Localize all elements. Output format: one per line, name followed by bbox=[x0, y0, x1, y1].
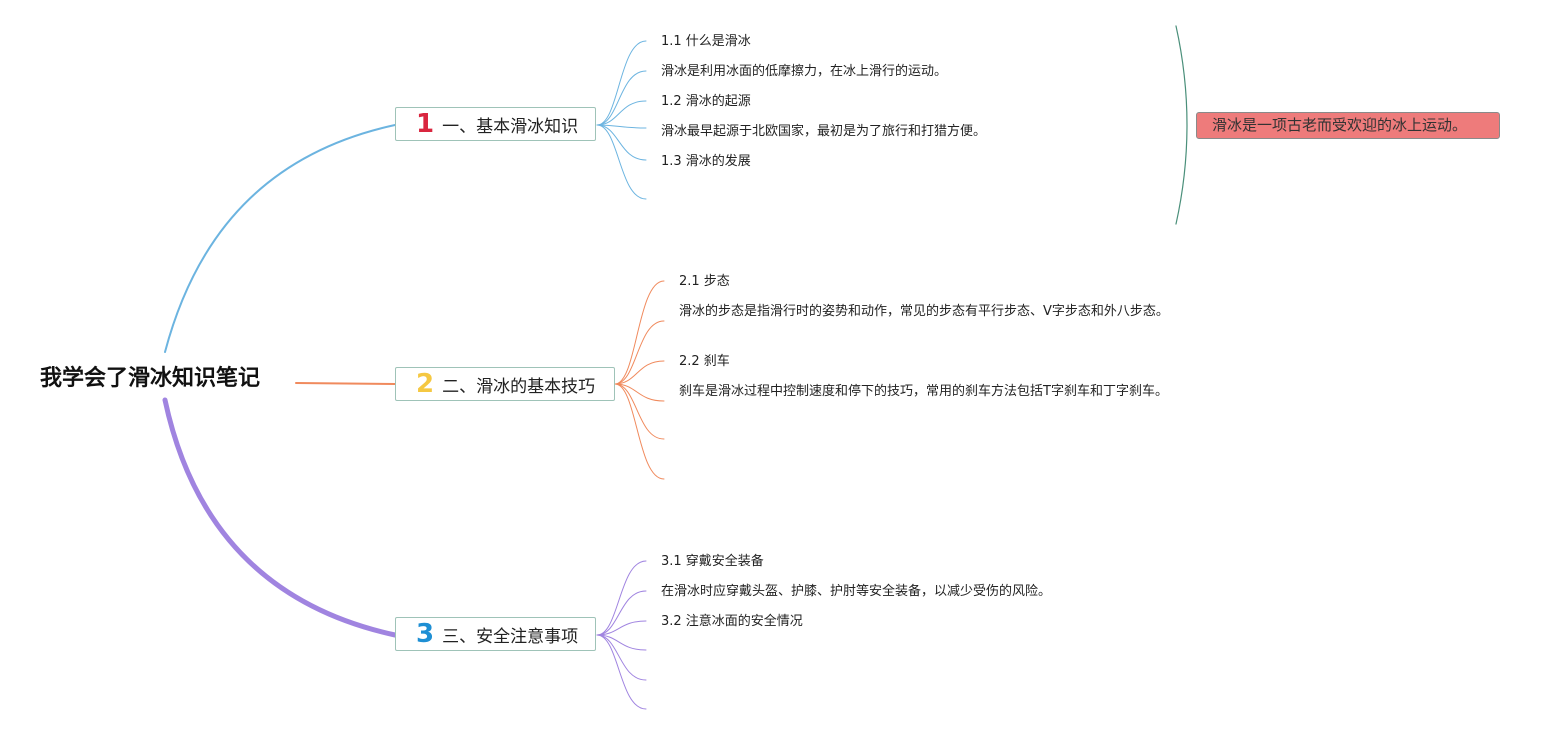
branch-topic-1[interactable]: 1 一、基本滑冰知识 bbox=[395, 107, 596, 141]
connector-leaf-1-4 bbox=[596, 124, 647, 129]
connector-leaf-2-5 bbox=[614, 383, 665, 440]
connector-leaf-2-6 bbox=[614, 383, 665, 480]
connector-leaf-1-1 bbox=[596, 40, 647, 126]
branch-number-2: 2 bbox=[416, 369, 435, 399]
leaf-2-3[interactable]: 2.2 刹车 bbox=[679, 354, 730, 369]
connector-leaf-3-3 bbox=[596, 620, 647, 636]
branch-number-3: 3 bbox=[416, 619, 435, 649]
branch-topic-2[interactable]: 2 二、滑冰的基本技巧 bbox=[395, 367, 615, 401]
connector-leaf-3-1 bbox=[596, 560, 647, 636]
leaf-1-3[interactable]: 1.2 滑冰的起源 bbox=[661, 94, 751, 109]
connector-leaf-2-1 bbox=[614, 280, 665, 385]
connector-leaf-3-6 bbox=[596, 634, 647, 710]
leaf-2-4[interactable]: 刹车是滑冰过程中控制速度和停下的技巧，常用的刹车方法包括T字刹车和丁字刹车。 bbox=[679, 384, 1168, 399]
branch-number-1: 1 bbox=[416, 109, 435, 139]
connector-root-branch-2 bbox=[295, 382, 396, 385]
leaf-1-2[interactable]: 滑冰是利用冰面的低摩擦力，在冰上滑行的运动。 bbox=[661, 64, 948, 79]
root-topic[interactable]: 我学会了滑冰知识笔记 bbox=[40, 366, 261, 391]
connector-leaf-2-4 bbox=[614, 383, 665, 402]
connector-leaf-1-3 bbox=[596, 100, 647, 126]
connector-leaf-1-5 bbox=[596, 124, 647, 161]
leaf-1-5[interactable]: 1.3 滑冰的发展 bbox=[661, 154, 751, 169]
connector-leaf-3-5 bbox=[596, 634, 647, 681]
connector-leaf-2-2 bbox=[614, 320, 665, 385]
connector-leaf-1-2 bbox=[596, 70, 647, 126]
connector-root-branch-1 bbox=[164, 124, 396, 353]
branch-label-2: 二、滑冰的基本技巧 bbox=[442, 376, 596, 397]
summary-bracket bbox=[1175, 25, 1188, 225]
leaf-1-4[interactable]: 滑冰最早起源于北欧国家，最初是为了旅行和打猎方便。 bbox=[661, 124, 987, 139]
branch-topic-3[interactable]: 3 三、安全注意事项 bbox=[395, 617, 596, 651]
leaf-2-2[interactable]: 滑冰的步态是指滑行时的姿势和动作，常见的步态有平行步态、V字步态和外八步态。 bbox=[679, 304, 1169, 319]
leaf-3-2[interactable]: 在滑冰时应穿戴头盔、护膝、护肘等安全装备，以减少受伤的风险。 bbox=[661, 584, 1052, 599]
branch-label-1: 一、基本滑冰知识 bbox=[442, 116, 579, 137]
connector-leaf-3-2 bbox=[596, 590, 647, 636]
leaf-2-1[interactable]: 2.1 步态 bbox=[679, 274, 730, 289]
leaf-1-1[interactable]: 1.1 什么是滑冰 bbox=[661, 34, 751, 49]
connector-leaf-2-3 bbox=[614, 360, 665, 385]
connector-root-branch-3 bbox=[162, 397, 398, 638]
leaf-3-1[interactable]: 3.1 穿戴安全装备 bbox=[661, 554, 764, 569]
summary-topic[interactable]: 滑冰是一项古老而受欢迎的冰上运动。 bbox=[1196, 112, 1500, 139]
connector-leaf-1-6 bbox=[596, 124, 647, 200]
branch-label-3: 三、安全注意事项 bbox=[442, 626, 579, 647]
leaf-3-3[interactable]: 3.2 注意冰面的安全情况 bbox=[661, 614, 803, 629]
